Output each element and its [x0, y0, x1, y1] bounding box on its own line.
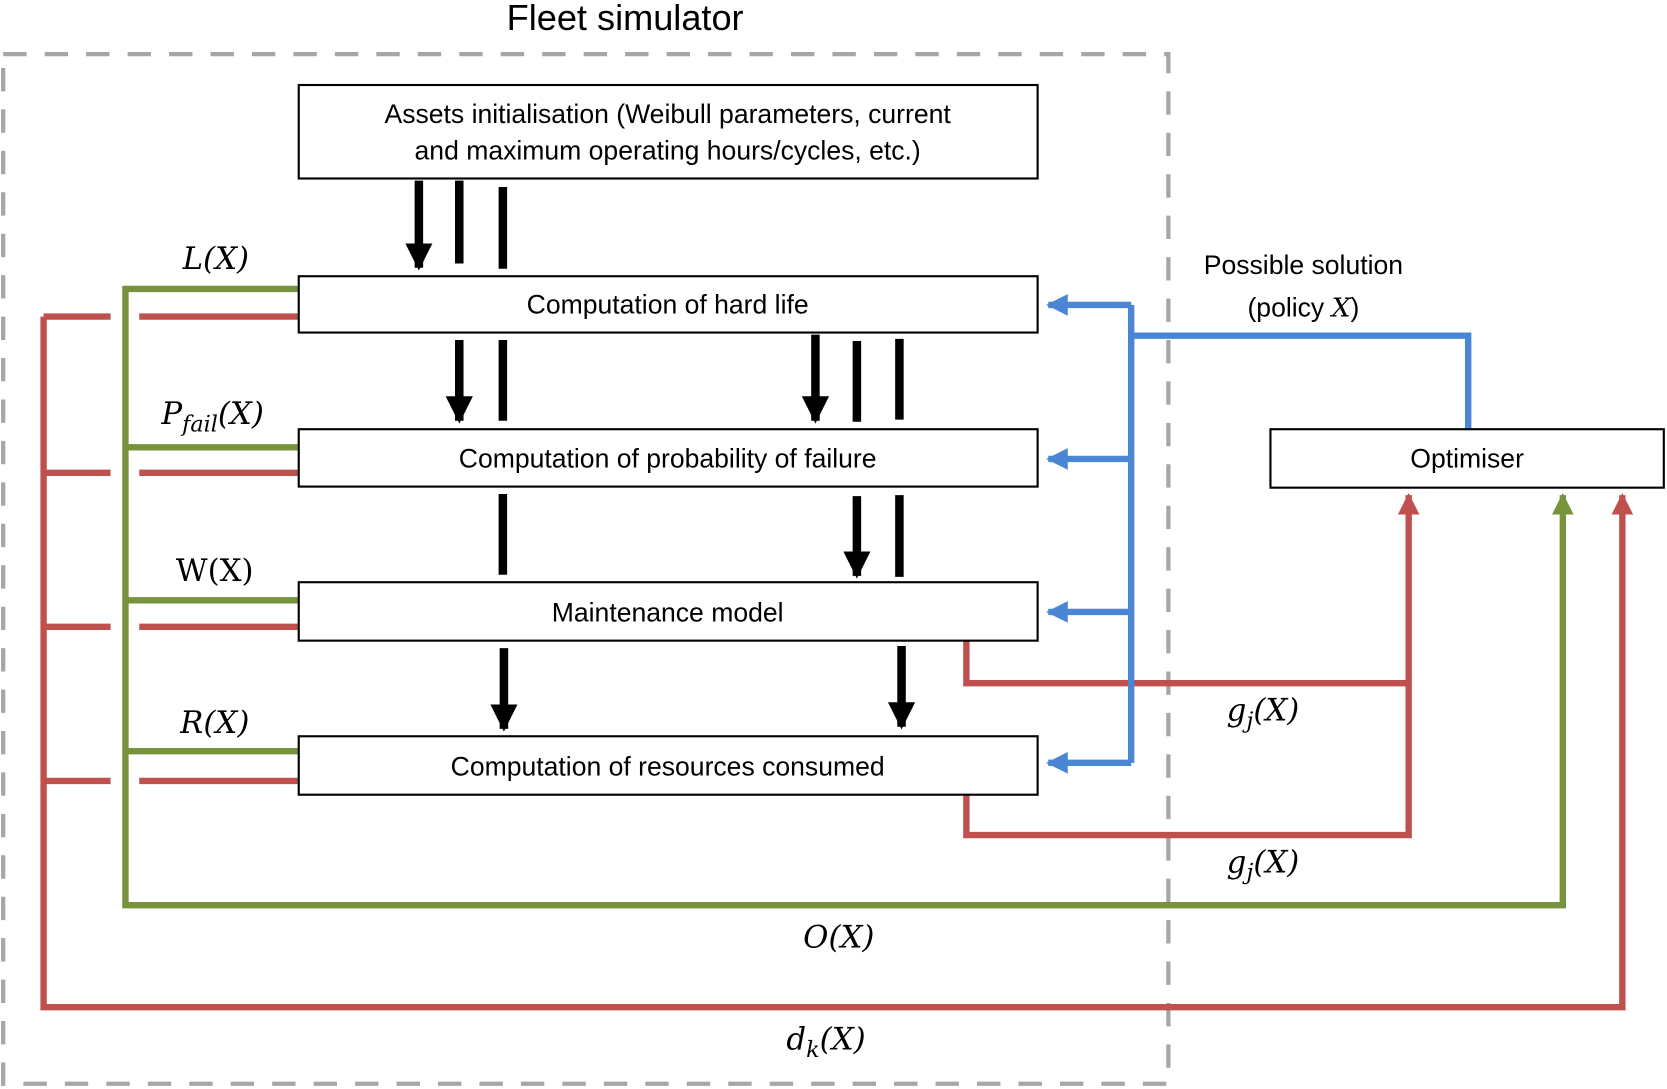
- hard-life-output-label: L(X): [182, 241, 249, 277]
- policy-label: (policy X): [1247, 293, 1359, 324]
- policy-suffix: ): [1351, 293, 1360, 323]
- resources-consumed-box[interactable]: Computation of resources consumed: [297, 735, 1039, 796]
- gj-line-resources: [963, 492, 1420, 839]
- solution-line-from-optimiser: [1131, 332, 1472, 430]
- prob-failure-box[interactable]: Computation of probability of failure: [297, 428, 1039, 488]
- gj-main: g: [1227, 844, 1247, 880]
- dk-argument: (X): [820, 1022, 866, 1058]
- gj-main: g: [1227, 692, 1247, 728]
- resources-output-label: R(X): [179, 705, 249, 741]
- gj-line-maintenance: [963, 640, 1409, 687]
- maintenance-output-label: W(X): [176, 553, 254, 589]
- objective-label: O(X): [803, 920, 874, 956]
- gj-label-maintenance: gj(X): [1227, 692, 1300, 733]
- diagram-title: Fleet simulator: [507, 0, 744, 38]
- pfail-argument: (X): [218, 396, 264, 432]
- hard-life-box[interactable]: Computation of hard life: [297, 275, 1039, 334]
- pfail-main: P: [160, 396, 183, 432]
- assets-initialisation-label-line1: Assets initialisation (Weibull parameter…: [385, 99, 952, 129]
- resources-consumed-label: Computation of resources consumed: [451, 752, 885, 782]
- dk-subscript: k: [806, 1037, 820, 1063]
- policy-prefix: (policy: [1247, 293, 1331, 323]
- maintenance-model-box[interactable]: Maintenance model: [297, 581, 1039, 642]
- hard-life-label: Computation of hard life: [527, 289, 809, 319]
- constraint-bus-left: [40, 313, 1634, 1011]
- optimiser-label: Optimiser: [1410, 443, 1524, 473]
- dk-main: d: [786, 1022, 806, 1058]
- objective-bus: [122, 285, 1574, 909]
- policy-variable: X: [1330, 293, 1352, 324]
- inequality-constraint-lines: [963, 492, 1420, 839]
- fleet-simulator-boundary: [1, 52, 1171, 1086]
- gj-label-resources: gj(X): [1227, 844, 1300, 885]
- maintenance-model-label: Maintenance model: [552, 598, 784, 628]
- possible-solution-label: Possible solution: [1204, 250, 1403, 280]
- data-flow-connectors: [405, 180, 916, 732]
- dk-label: dk(X): [786, 1022, 865, 1063]
- assets-initialisation-label-line2: and maximum operating hours/cycles, etc.…: [415, 135, 921, 165]
- prob-failure-label: Computation of probability of failure: [459, 443, 877, 473]
- prob-failure-output-label: Pfail(X): [160, 396, 264, 437]
- assets-initialisation-box[interactable]: Assets initialisation (Weibull parameter…: [297, 83, 1039, 180]
- pfail-subscript: fail: [180, 411, 218, 437]
- optimiser-box[interactable]: Optimiser: [1269, 428, 1665, 489]
- solution-bus: [1046, 294, 1472, 774]
- constraint-vertical-line: [40, 316, 1634, 1011]
- gj-argument: (X): [1253, 692, 1299, 728]
- gj-argument: (X): [1253, 844, 1299, 880]
- objective-vertical-line: [122, 285, 1574, 909]
